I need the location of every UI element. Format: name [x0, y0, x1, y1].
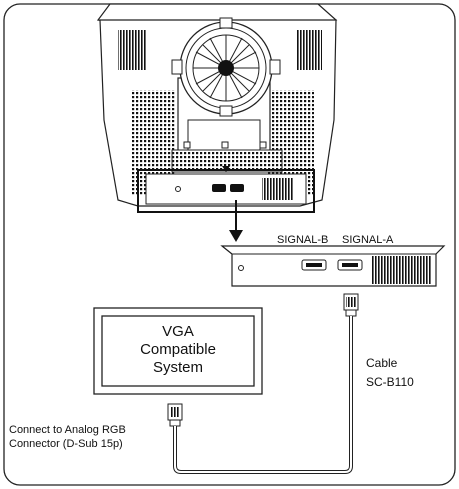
cable-model-label: SC-B110	[366, 375, 414, 389]
connect-label-line-2: Connector (D-Sub 15p)	[9, 438, 123, 450]
vga-line-1: VGA	[162, 323, 194, 340]
enlarged-connector-panel	[220, 245, 446, 287]
cable-sc-b110	[167, 293, 359, 474]
vga-line-3: System	[152, 359, 203, 376]
signal-a-label: SIGNAL-A	[342, 234, 394, 246]
signal-b-label: SIGNAL-B	[277, 234, 329, 246]
vga-line-2: Compatible	[140, 341, 216, 358]
vga-system-box	[93, 307, 263, 395]
monitor-connector-panel	[137, 169, 315, 213]
cable-label: Cable	[366, 356, 398, 370]
vga-system-label: VGA Compatible System	[104, 323, 252, 377]
arrow-down-icon	[229, 200, 243, 242]
connect-label-line-1: Connect to Analog RGB	[9, 424, 126, 436]
